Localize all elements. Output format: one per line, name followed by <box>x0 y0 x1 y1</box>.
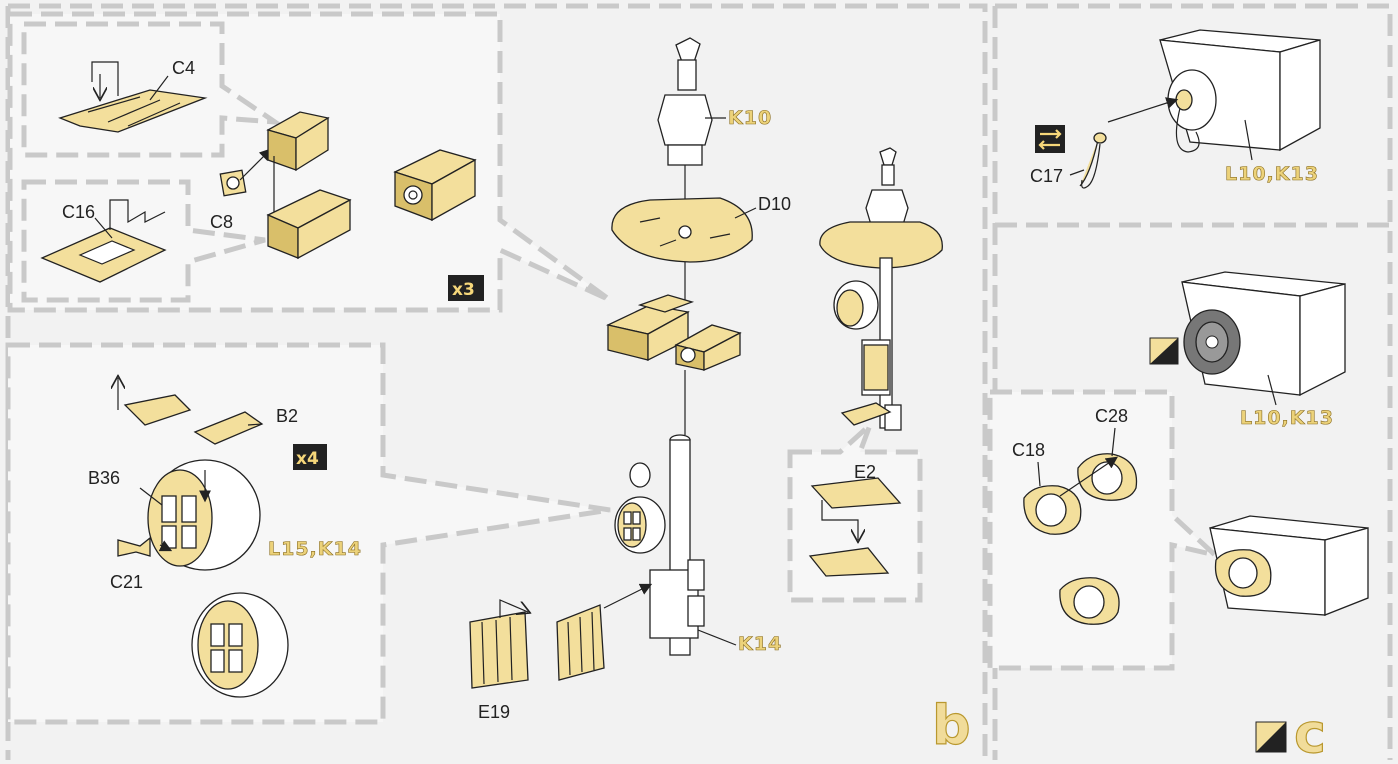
paint-k14: K14 <box>738 633 782 655</box>
part-c18 <box>1023 485 1082 535</box>
assembled-post-view <box>819 147 943 431</box>
label-c21: C21 <box>110 572 143 592</box>
part-c21 <box>117 536 151 557</box>
swap-icon-glyph <box>1038 129 1062 150</box>
weathering-icon <box>1149 337 1179 365</box>
part-lamp-assembled <box>191 592 289 698</box>
paint-l10-k13-middle: L10,K13 <box>1240 407 1334 429</box>
label-e2: E2 <box>854 462 876 482</box>
section-c-letter: c <box>1294 702 1326 764</box>
label-d10: D10 <box>758 194 791 214</box>
section-c-marker-icon <box>1255 721 1287 753</box>
label-b2: B2 <box>276 406 298 426</box>
section-b-letter: b <box>932 694 971 757</box>
part-e19-grilles <box>469 583 653 689</box>
part-c18-c28-assembled <box>1059 577 1120 625</box>
inset-c18-c28 <box>987 389 1224 671</box>
label-e19: E19 <box>478 702 510 722</box>
part-c28 <box>1077 453 1138 501</box>
part-housings-x3 <box>606 294 742 371</box>
part-bracket-top <box>266 111 330 172</box>
part-b2 <box>118 378 264 445</box>
part-c16 <box>40 199 167 283</box>
multiplier-x4: x4 <box>296 449 319 469</box>
swap-icon <box>1035 125 1065 153</box>
paint-k10: K10 <box>728 107 772 129</box>
label-c17: C17 <box>1030 166 1063 186</box>
center-post-assembly: K10 D10 <box>469 37 791 722</box>
inset-bracket-assembly: C4 C16 C8 <box>7 11 612 313</box>
paint-l10-k13-top: L10,K13 <box>1225 163 1319 185</box>
part-b36-lamp <box>147 459 261 571</box>
lamp-middle <box>1181 271 1346 397</box>
part-d10-plate <box>611 197 753 263</box>
part-k10-handle <box>657 37 713 166</box>
label-b36: B36 <box>88 468 120 488</box>
multiplier-badge <box>293 444 327 470</box>
lamp-bottom <box>1209 515 1369 616</box>
inset-e2 <box>787 423 923 603</box>
multiplier-x3: x3 <box>452 280 475 300</box>
paint-l15-k14: L15,K14 <box>268 538 362 560</box>
part-c4 <box>58 61 208 133</box>
multiplier-badge <box>448 275 484 301</box>
part-c8 <box>219 169 247 197</box>
inset-lamp-assembly: B2 x4 B36 C21 L15,K14 <box>5 342 611 725</box>
part-housing-assembled <box>393 149 477 222</box>
label-c18: C18 <box>1012 440 1045 460</box>
part-lower-post <box>614 434 705 656</box>
label-c28: C28 <box>1095 406 1128 426</box>
part-bracket-bottom <box>266 189 352 260</box>
label-c8: C8 <box>210 212 233 232</box>
lamp-top-c17 <box>1159 29 1321 153</box>
part-c17 <box>1079 97 1179 189</box>
label-c16: C16 <box>62 202 95 222</box>
label-c4: C4 <box>172 58 195 78</box>
